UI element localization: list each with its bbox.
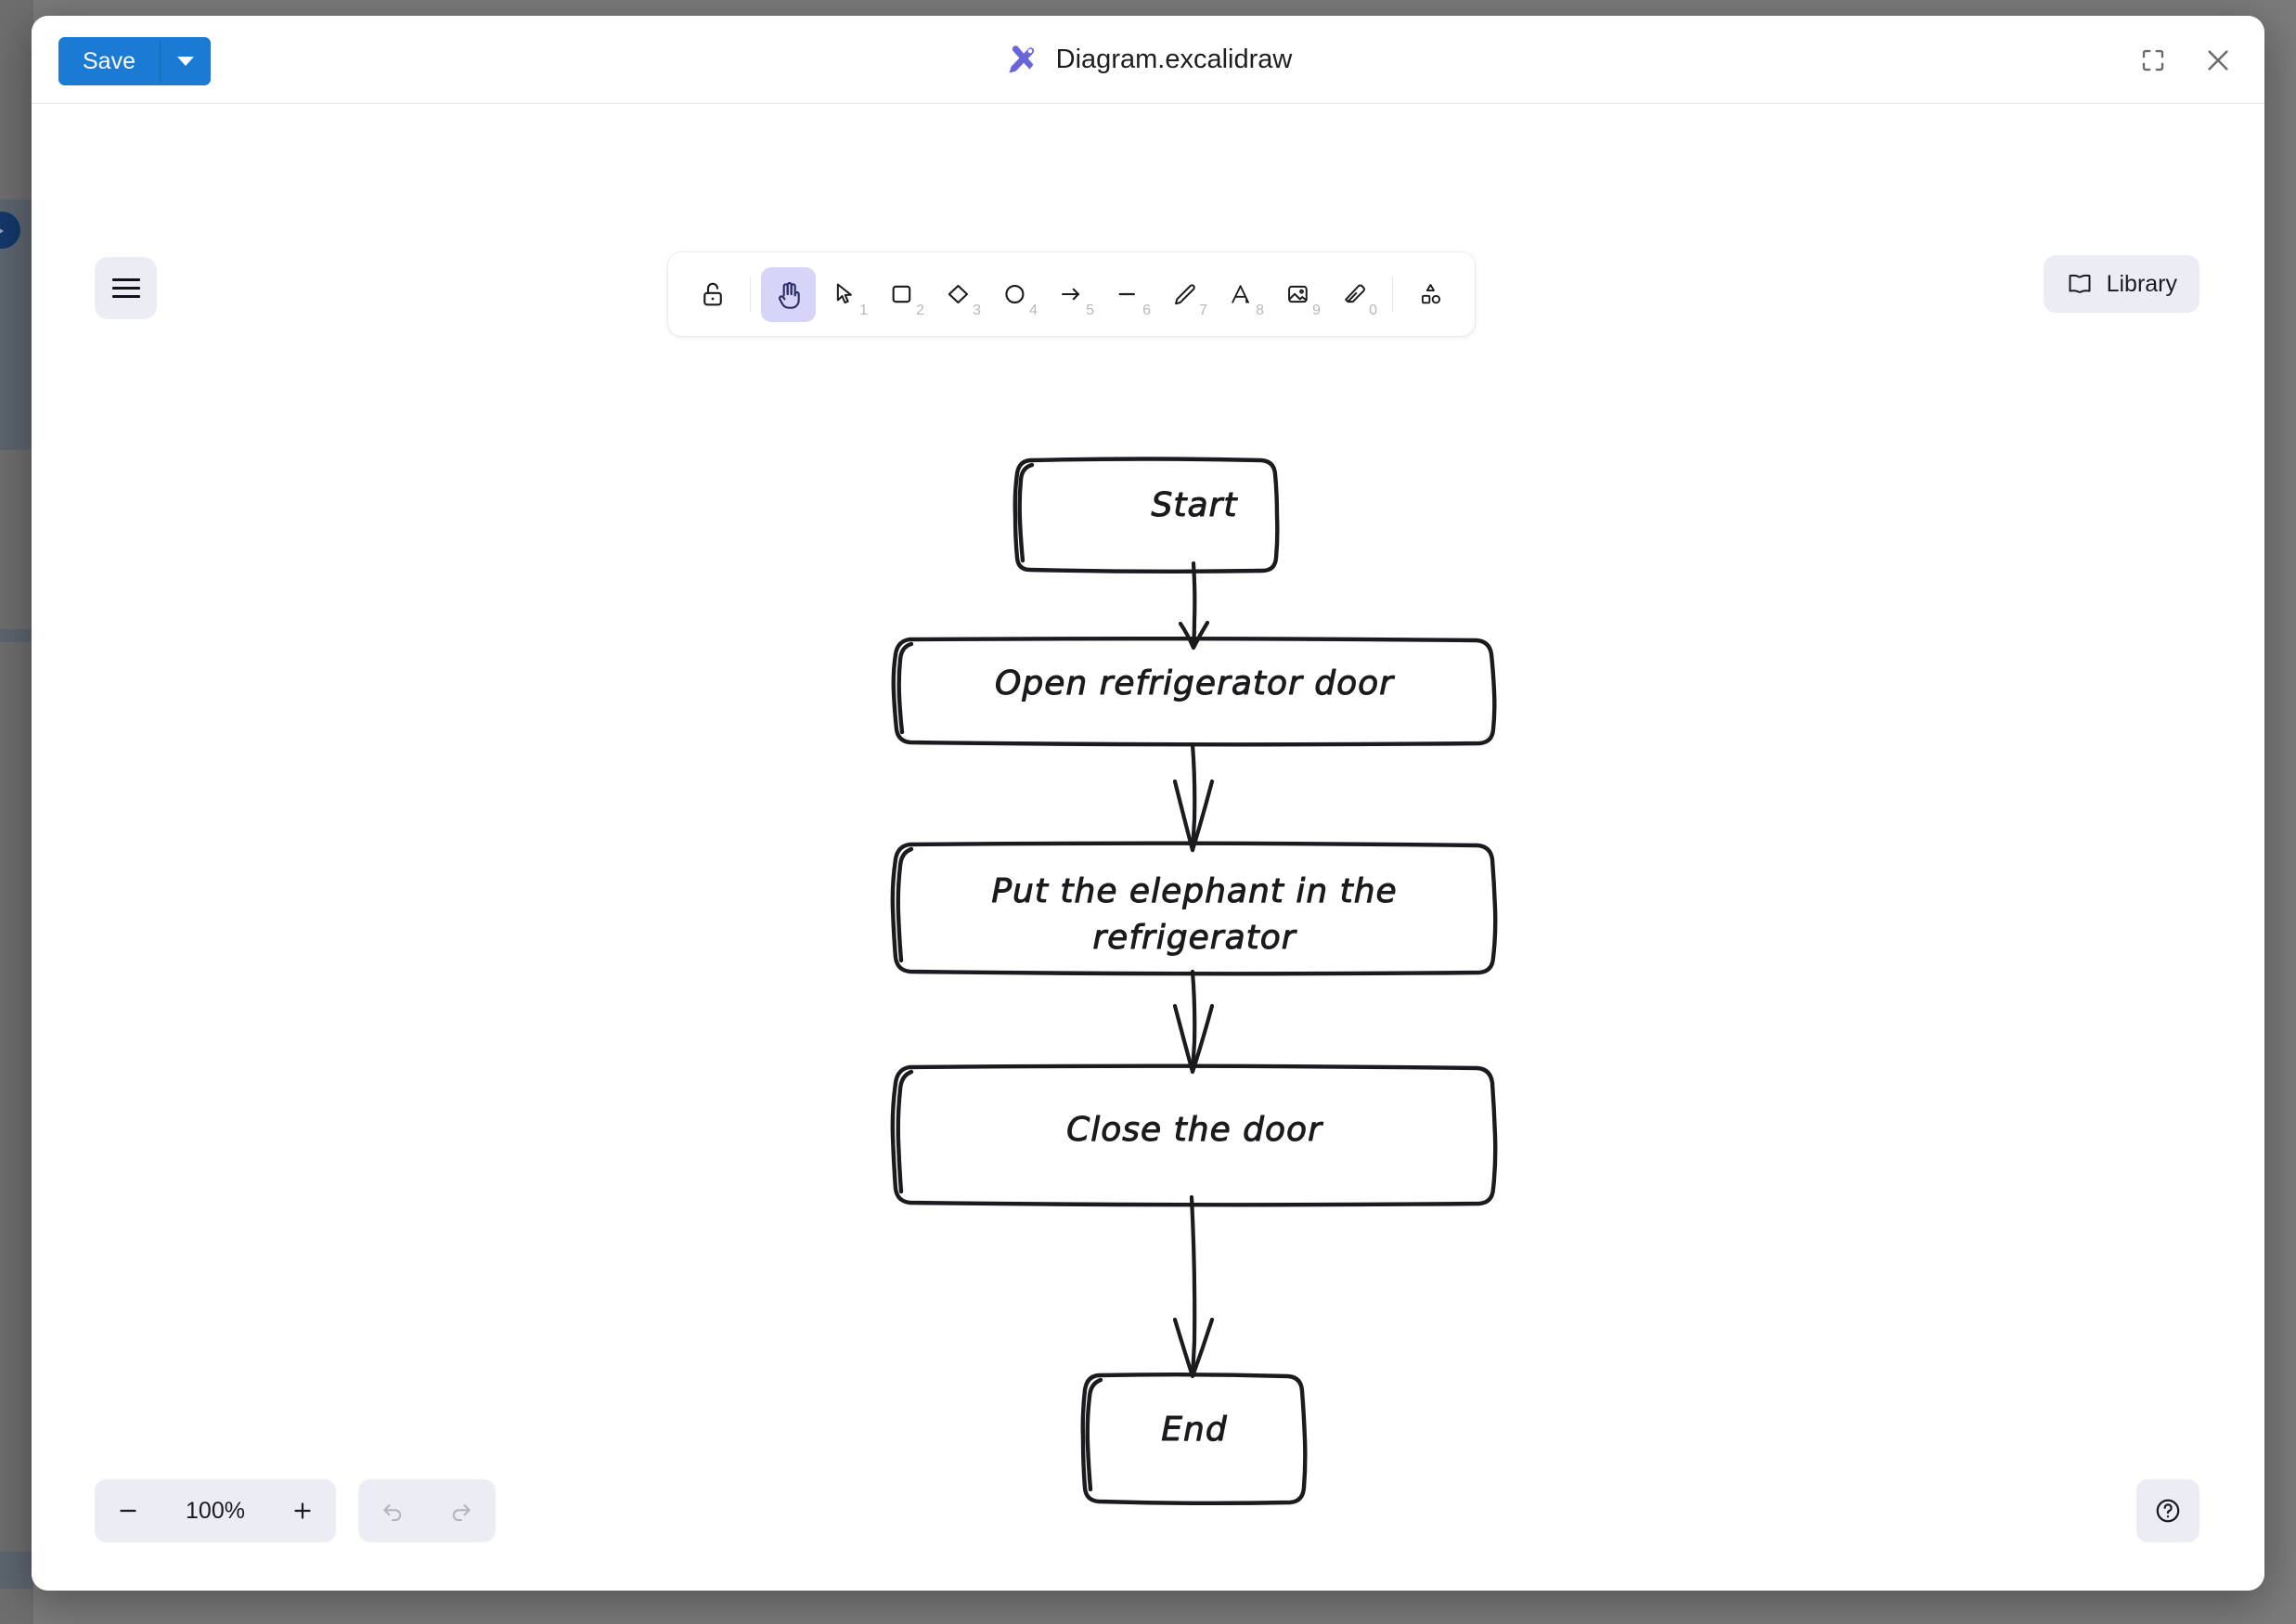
line-tool[interactable]: 6 [1101,267,1155,322]
eraser-tool[interactable]: 0 [1327,267,1382,322]
background-highlight-strip-bottom [0,1552,33,1589]
undo-button[interactable] [368,1486,418,1536]
book-icon [2069,274,2091,294]
window-controls [2133,16,2238,104]
tool-shortcut: 8 [1256,302,1264,318]
diamond-icon [948,284,968,304]
excalidraw-canvas[interactable]: 1 2 3 4 [32,104,2264,1591]
flow-node-label: Open refrigerator door [995,664,1395,702]
lock-tool[interactable] [685,267,740,322]
tool-shortcut: 9 [1312,302,1321,318]
title-center-group: Diagram.excalidraw [32,16,2264,104]
flow-node-label: Close the door [1066,1111,1323,1149]
eraser-icon [1344,284,1365,303]
tool-shortcut: 4 [1029,302,1038,318]
zoom-out-button[interactable] [102,1485,154,1537]
image-tool[interactable]: 9 [1271,267,1325,322]
modal-titlebar: Save Diagram.excalidraw [32,16,2264,104]
redo-button[interactable] [436,1486,486,1536]
tool-shortcut: 6 [1142,302,1151,318]
save-button-group[interactable]: Save [58,37,211,85]
hand-tool[interactable] [761,266,816,322]
flow-node-label: Start [1152,486,1239,524]
selection-tool[interactable]: 1 [818,267,872,322]
history-controls[interactable] [358,1479,496,1542]
toolbar-divider-2 [1392,277,1393,312]
redo-icon [452,1504,471,1522]
lock-open-icon [703,282,722,306]
arrow-icon [1061,288,1079,301]
tool-shortcut: 0 [1369,302,1377,318]
flow-edge-3 [1172,969,1215,1075]
minus-icon [120,1509,136,1513]
flow-node-close-door [890,1063,1498,1207]
flow-edge-1 [1178,561,1210,651]
hamburger-menu-icon [111,278,140,298]
excalidraw-modal-window: Save Diagram.excalidraw [32,16,2264,1591]
caret-down-icon [176,57,194,66]
tool-shortcut: 7 [1199,302,1207,318]
cursor-arrow-icon [836,283,852,304]
background-highlight-strip [0,629,33,642]
toolbar-divider [750,277,751,312]
flow-edge-4 [1172,1194,1215,1379]
text-a-icon [1231,285,1249,303]
line-icon [1118,292,1135,296]
zoom-value[interactable]: 100% [186,1497,245,1524]
rectangle-icon [892,285,910,303]
hamburger-menu-button[interactable] [95,257,157,319]
tool-shortcut: 1 [859,302,868,318]
pencil-icon [1174,284,1195,305]
library-button[interactable]: Library [2043,255,2199,313]
plus-icon [294,1502,311,1519]
diamond-tool[interactable]: 3 [931,267,986,322]
draw-tool[interactable]: 7 [1157,267,1212,322]
background-avatar-icon [0,212,20,249]
library-label: Library [2106,270,2177,297]
save-dropdown-button[interactable] [160,37,211,85]
save-button[interactable]: Save [58,37,160,85]
flow-edge-2 [1172,741,1215,853]
undo-icon [383,1504,402,1522]
image-icon [1287,285,1308,303]
arrow-tool[interactable]: 5 [1044,267,1099,322]
tool-shortcut: 5 [1086,302,1094,318]
fullscreen-icon [2142,49,2164,71]
flow-node-put-elephant [890,841,1498,976]
zoom-in-button[interactable] [277,1485,329,1537]
flow-node-start [1013,457,1280,574]
text-tool[interactable]: 8 [1214,267,1269,322]
ellipse-icon [1004,284,1024,304]
tool-island[interactable]: 1 2 3 4 [668,252,1475,336]
help-button[interactable] [2136,1479,2199,1542]
window-title: Diagram.excalidraw [1055,45,1293,74]
shapes-icon [1421,284,1440,304]
tool-shortcut: 2 [916,302,924,318]
save-divider [159,41,161,82]
question-mark-icon [2156,1499,2180,1523]
flow-node-open-door [891,637,1497,747]
close-button[interactable] [2198,40,2238,81]
flow-node-label-line2: refrigerator [1092,919,1296,957]
shapes-tool[interactable] [1403,267,1458,322]
fullscreen-button[interactable] [2133,40,2173,81]
flow-node-label-line1: Put the elephant in the [991,872,1397,910]
flow-node-end [1080,1373,1308,1505]
flow-node-label: End [1161,1411,1228,1449]
rectangle-tool[interactable]: 2 [874,267,929,322]
excalidraw-logo-icon [1004,39,1041,81]
tool-shortcut: 3 [973,302,981,318]
hand-icon [778,281,800,309]
zoom-controls[interactable]: 100% [95,1479,336,1542]
close-icon [2208,49,2228,71]
ellipse-tool[interactable]: 4 [987,267,1042,322]
